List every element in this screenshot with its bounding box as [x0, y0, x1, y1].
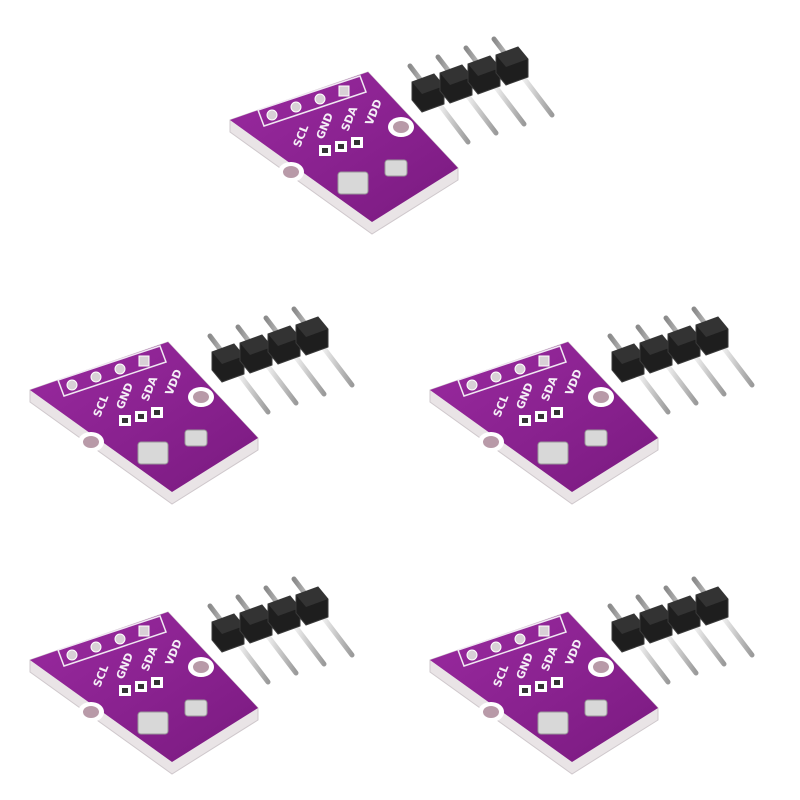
mounting-hole-inner	[483, 706, 499, 718]
smd-component-body	[538, 414, 544, 419]
header-block-top	[640, 605, 672, 625]
mounting-hole-inner	[83, 706, 99, 718]
pad-outline	[457, 345, 567, 397]
solder-pad	[90, 641, 102, 653]
smd-component-body	[538, 684, 544, 689]
smd-component-body	[554, 680, 560, 685]
header-block-top	[268, 596, 300, 616]
mounting-hole-inner	[193, 661, 209, 673]
mounting-hole-inner	[593, 391, 609, 403]
mic-sensor	[184, 429, 208, 447]
header-block-top	[496, 47, 528, 67]
mounting-hole-inner	[593, 661, 609, 673]
smd-component-body	[322, 148, 328, 153]
mic-sensor	[184, 699, 208, 717]
header-block-top	[240, 605, 272, 625]
solder-pad	[490, 371, 502, 383]
solder-pad	[490, 641, 502, 653]
mic-sensor	[584, 699, 608, 717]
pad-outline	[457, 615, 567, 667]
solder-pad	[466, 379, 478, 391]
pin-header	[407, 36, 555, 145]
pressure-sensor	[537, 711, 569, 735]
solder-pad	[538, 625, 550, 637]
pressure-sensor	[137, 711, 169, 735]
solder-pad	[138, 355, 150, 367]
header-block-top	[212, 344, 244, 364]
header-block-top	[212, 614, 244, 634]
solder-pad	[66, 379, 78, 391]
solder-pad	[538, 355, 550, 367]
solder-pad	[466, 649, 478, 661]
smd-component-body	[522, 688, 528, 693]
header-block-top	[612, 614, 644, 634]
pad-outline	[257, 75, 367, 127]
pressure-sensor	[537, 441, 569, 465]
smd-component-body	[122, 688, 128, 693]
mounting-hole-inner	[83, 436, 99, 448]
mounting-hole-inner	[393, 121, 409, 133]
smd-component-body	[338, 144, 344, 149]
smd-component-body	[522, 418, 528, 423]
smd-component-body	[354, 140, 360, 145]
solder-pad	[266, 109, 278, 121]
solder-pad	[66, 649, 78, 661]
header-block-top	[696, 587, 728, 607]
solder-pad	[314, 93, 326, 105]
solder-pad	[514, 633, 526, 645]
solder-pad	[338, 85, 350, 97]
pin-header	[207, 306, 355, 415]
smd-component-body	[554, 410, 560, 415]
header-block-top	[612, 344, 644, 364]
solder-pad	[138, 625, 150, 637]
smd-component-body	[122, 418, 128, 423]
mic-sensor	[384, 159, 408, 177]
header-block-top	[468, 56, 500, 76]
pin-header	[207, 576, 355, 685]
header-block-top	[440, 65, 472, 85]
header-block-top	[412, 74, 444, 94]
smd-component-body	[154, 410, 160, 415]
pressure-sensor	[337, 171, 369, 195]
header-block-top	[696, 317, 728, 337]
solder-pad	[114, 633, 126, 645]
pressure-sensor	[137, 441, 169, 465]
smd-component-body	[138, 684, 144, 689]
header-block-top	[668, 326, 700, 346]
pin-header	[607, 306, 755, 415]
header-block-top	[640, 335, 672, 355]
solder-pad	[514, 363, 526, 375]
mounting-hole-inner	[193, 391, 209, 403]
pin-header	[607, 576, 755, 685]
pad-outline	[57, 615, 167, 667]
mounting-hole-inner	[283, 166, 299, 178]
solder-pad	[290, 101, 302, 113]
solder-pad	[90, 371, 102, 383]
header-block-top	[296, 587, 328, 607]
header-block-top	[668, 596, 700, 616]
smd-component-body	[154, 680, 160, 685]
mounting-hole-inner	[483, 436, 499, 448]
pad-outline	[57, 345, 167, 397]
solder-pad	[114, 363, 126, 375]
smd-component-body	[138, 414, 144, 419]
mic-sensor	[584, 429, 608, 447]
header-block-top	[296, 317, 328, 337]
header-block-top	[240, 335, 272, 355]
header-block-top	[268, 326, 300, 346]
